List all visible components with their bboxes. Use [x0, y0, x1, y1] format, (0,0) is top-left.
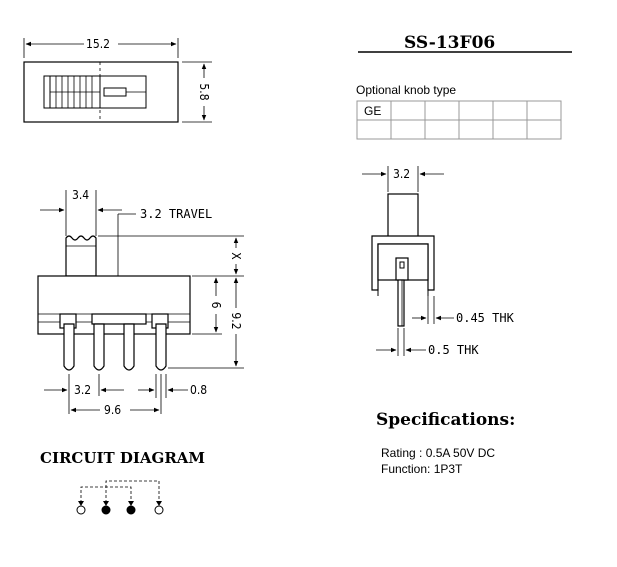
spec-heading: Specifications:: [376, 410, 515, 430]
side-pin-1: [63, 323, 75, 371]
side-view: 3.4 3.2 TRAVEL X 6 9.2 3.2 9.6: [37, 188, 244, 417]
x-dim: X: [229, 252, 243, 260]
top-view-knob: [49, 75, 101, 109]
terminal-common-2: [126, 505, 136, 515]
knob-table-label: Optional knob type: [356, 83, 456, 97]
top-height-dim: 5.8: [197, 83, 211, 100]
part-number: SS-13F06: [404, 33, 495, 53]
side-pin-4: [155, 323, 167, 371]
total-height-dim: 9.2: [229, 312, 243, 329]
end-view: 3.2 0.45 THK 0.5 THK: [362, 166, 515, 357]
top-view: 15.2 5.8: [23, 37, 212, 123]
terminal-open-1: [76, 505, 86, 515]
top-width-dim: 15.2: [86, 37, 110, 51]
knob-table: Optional knob type GE: [356, 83, 562, 140]
side-pin-2: [93, 323, 105, 371]
end-knob: [387, 193, 419, 239]
spec-rating: Rating : 0.5A 50V DC: [381, 446, 495, 460]
body-height-dim: 6: [209, 302, 223, 309]
specifications: Specifications: Rating : 0.5A 50V DC Fun…: [376, 410, 515, 476]
knob-type-ge: GE: [364, 104, 381, 118]
frame-thickness-label: 0.45 THK: [456, 311, 515, 325]
spec-function: Function: 1P3T: [381, 462, 463, 476]
circuit-link-2: [105, 480, 160, 503]
terminal-open-2: [154, 505, 164, 515]
title-block: SS-13F06: [358, 33, 572, 53]
end-knob-width-dim: 3.2: [393, 167, 410, 181]
terminal-common-1: [101, 505, 111, 515]
circuit-heading: CIRCUIT DIAGRAM: [40, 449, 205, 467]
top-view-body: [23, 61, 179, 123]
end-pin: [397, 279, 405, 327]
pin-width-dim: 0.8: [190, 383, 207, 397]
side-pin-3: [123, 323, 135, 371]
knob-width-dim: 3.4: [72, 188, 89, 202]
circuit-diagram: CIRCUIT DIAGRAM: [40, 449, 205, 515]
travel-label: 3.2 TRAVEL: [140, 207, 212, 221]
pin-thickness-label: 0.5 THK: [428, 343, 479, 357]
pin-span-dim: 9.6: [104, 403, 121, 417]
pin-pitch-dim: 3.2: [74, 383, 91, 397]
side-knob: [65, 235, 97, 277]
